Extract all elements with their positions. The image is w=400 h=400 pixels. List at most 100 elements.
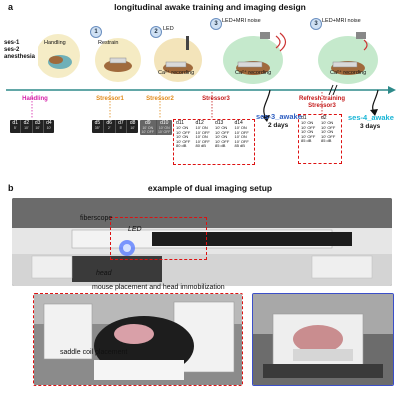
day-label: d1 bbox=[301, 115, 307, 121]
timeline-arrow bbox=[6, 84, 396, 96]
refresh-box: d1 10' ON 10' OFF 10' ON 10' OFF 85 dB d… bbox=[298, 114, 342, 164]
stage-illustrations bbox=[36, 14, 378, 88]
refresh-day: d2 10' ON 10' OFF 10' ON 10' OFF 85 dB bbox=[321, 115, 339, 144]
stage-2-label: LED bbox=[163, 26, 174, 32]
phase-stressor3: Stressor3 bbox=[186, 96, 246, 102]
day-label: d11 bbox=[176, 120, 184, 126]
phase-stressor3-text: Stressor3 bbox=[202, 96, 230, 102]
stage-1-number: 1 bbox=[90, 26, 102, 38]
stressor3-box: d11 10' ON 10' OFF 10' ON 10' OFF 80 dB … bbox=[173, 119, 255, 165]
day-line: 10' OFF bbox=[234, 138, 249, 144]
day-line: 10' ON bbox=[195, 125, 208, 131]
day-label: d2 bbox=[23, 120, 30, 126]
day-duration: 10' ON 10' OFF bbox=[141, 126, 155, 134]
headplate-photo-art bbox=[253, 294, 393, 385]
recording-label-1: Ca²⁺ recording bbox=[158, 70, 195, 76]
sessions-left: ses-1 ses-2 anesthesia bbox=[4, 40, 35, 61]
ses3-label: ses-3_awake bbox=[256, 112, 302, 121]
panel-b-title: example of dual imaging setup bbox=[147, 183, 273, 193]
panel-a-letter: a bbox=[8, 2, 14, 12]
stage-1-label: Restrain bbox=[98, 40, 119, 46]
ses4-label: ses-4_awake bbox=[348, 113, 394, 122]
placement-label: mouse placement and head immobilization bbox=[92, 284, 225, 291]
day-duration: 5' bbox=[119, 126, 123, 130]
day-line: 80 dB bbox=[176, 143, 187, 149]
day-label: d10 bbox=[160, 120, 169, 126]
stage-2-number: 2 bbox=[150, 26, 162, 38]
day-label: d4 bbox=[46, 120, 52, 126]
day-line: 85 dB bbox=[215, 143, 226, 149]
day-label: d9 bbox=[144, 120, 151, 126]
day-line: 10' OFF bbox=[301, 124, 316, 130]
day-duration: 10' bbox=[130, 126, 135, 130]
recording-label-3: Ca²⁺ recording bbox=[330, 70, 367, 76]
head-highlight-box bbox=[110, 217, 207, 260]
ses4-gap: 3 days bbox=[360, 123, 381, 130]
day-duration: 35" bbox=[94, 126, 100, 130]
day-line: 10' OFF bbox=[195, 129, 210, 135]
day-line: 85 dB bbox=[301, 138, 312, 144]
stage-art bbox=[36, 32, 378, 84]
saddle-coil-label: saddle coil placement bbox=[60, 349, 128, 356]
placement-photo-art bbox=[34, 294, 242, 385]
day-line: 10' ON bbox=[234, 125, 247, 131]
day-duration: 10' ON 10' OFF bbox=[157, 126, 171, 134]
day-duration: 2' bbox=[107, 126, 111, 130]
phase-connectors bbox=[31, 92, 323, 118]
day-line: 10' ON bbox=[321, 120, 334, 126]
ses-1-label: ses-1 bbox=[4, 40, 20, 46]
day-line: 10' ON bbox=[176, 134, 189, 140]
phase-handling: Handling bbox=[20, 96, 50, 102]
day-label: d8 bbox=[129, 120, 136, 126]
led-label: LED bbox=[128, 226, 142, 233]
day-line: 10' ON bbox=[215, 125, 228, 131]
head-label: head bbox=[96, 270, 112, 277]
session-arrows bbox=[262, 89, 379, 122]
stressor3-day: d11 10' ON 10' OFF 10' ON 10' OFF 80 dB bbox=[176, 120, 194, 149]
recording-label-2: Ca²⁺ recording bbox=[235, 70, 272, 76]
stage-3a-number: 3 bbox=[210, 18, 222, 30]
placement-photo bbox=[33, 293, 243, 386]
ses-2-label: ses-2 bbox=[4, 47, 20, 53]
ses3-gap: 2 days bbox=[268, 122, 289, 129]
day-line: 10' OFF bbox=[301, 133, 316, 139]
day-label: d5 bbox=[94, 120, 101, 126]
day-label: d3 bbox=[34, 120, 41, 126]
day-line: 10' ON bbox=[301, 129, 314, 135]
day-line: 10' OFF bbox=[215, 129, 230, 135]
anesthesia-label: anesthesia bbox=[4, 54, 36, 60]
day-line: 10' OFF bbox=[321, 124, 336, 130]
phase-refresh-sub: Stressor3 bbox=[308, 103, 336, 109]
stage-handling-label: Handling bbox=[44, 40, 66, 46]
stage-3b-number: 3 bbox=[310, 18, 322, 30]
headplate-photo bbox=[252, 293, 394, 386]
day-line: 10' OFF bbox=[321, 133, 336, 139]
day-label: d12 bbox=[195, 120, 204, 126]
stage-3a-label: LED+MRI noise bbox=[222, 18, 261, 24]
day-line: 85 dB bbox=[321, 138, 332, 144]
day-line: 10' ON bbox=[234, 134, 247, 140]
day-label: d14 bbox=[234, 120, 243, 126]
day-line: 10' ON bbox=[215, 134, 228, 140]
day-line: 80 dB bbox=[195, 143, 206, 149]
day-label: d2 bbox=[321, 115, 327, 121]
day-line: 10' ON bbox=[301, 120, 314, 126]
panel-b-letter: b bbox=[8, 183, 14, 193]
day-label: d1 bbox=[12, 120, 18, 126]
stressor3-day: d13 10' ON 10' OFF 10' ON 10' OFF 85 dB bbox=[215, 120, 233, 149]
day-duration: 10' bbox=[46, 126, 52, 130]
day-line: 10' OFF bbox=[176, 129, 191, 135]
day-line: 10' OFF bbox=[176, 138, 191, 144]
